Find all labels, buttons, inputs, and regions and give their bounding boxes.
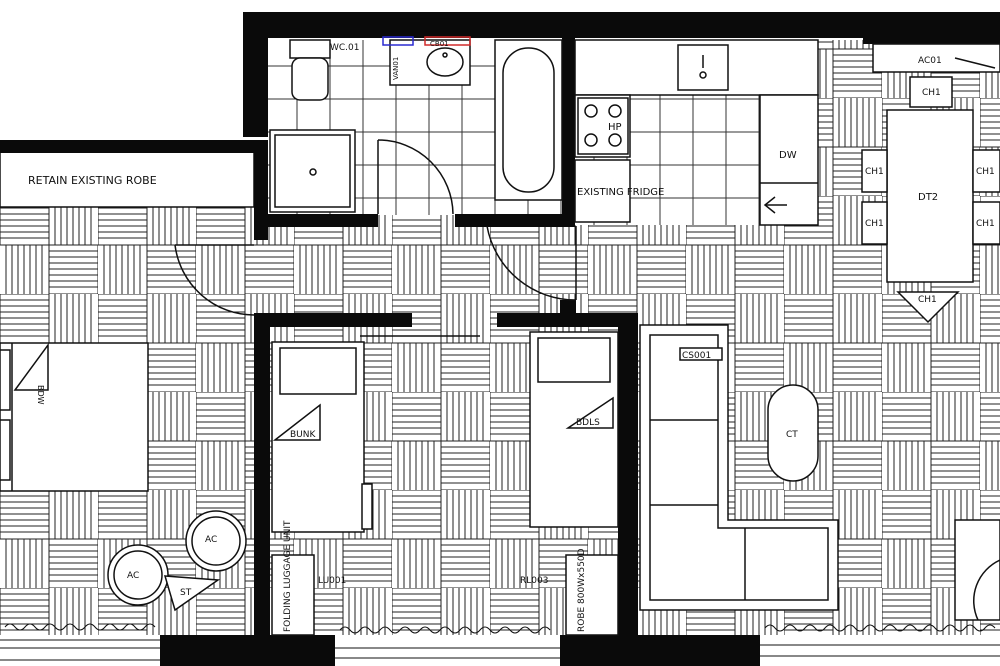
chair-bottom	[896, 291, 960, 324]
dining: AC01 DT2 CH1 CH1 CH1 CH1 CH1 CH1	[861, 43, 1000, 324]
aircon-label: AC01	[918, 56, 942, 66]
chair-right-2	[972, 201, 1000, 245]
luggage-unit	[271, 554, 315, 636]
sofa-label: CS001	[682, 351, 711, 361]
robe-code-label: RL003	[520, 576, 548, 586]
bathroom: WC.01 VAN01 CB01	[269, 36, 563, 215]
single-room: BDLS ROBE 800Wx550D RL003	[520, 331, 619, 636]
robe	[565, 554, 619, 636]
living-area: CS001 CT	[639, 324, 1000, 621]
stool	[163, 575, 221, 612]
chair-label-5: CH1	[976, 219, 995, 229]
chair-left-1	[861, 149, 888, 193]
coffee-table	[767, 384, 819, 482]
walls	[0, 12, 1000, 666]
single-bed-label: BDLS	[576, 418, 600, 428]
hotplate-label: HP	[608, 122, 622, 133]
toilet-bowl	[291, 57, 329, 101]
chair-right-1	[972, 149, 1000, 193]
chair-top	[909, 76, 953, 108]
left-bedroom: BDW AC AC ST	[0, 244, 255, 612]
chair-label-4: CH1	[976, 167, 995, 177]
armchair-label-2: AC	[127, 571, 139, 581]
chair-label-6: CH1	[918, 295, 937, 305]
windows	[0, 623, 1000, 661]
dining-table-label: DT2	[918, 192, 938, 203]
dining-table	[886, 109, 974, 283]
stool-label: ST	[180, 588, 192, 598]
basin-label: CB01	[430, 40, 449, 48]
coffee-table-label: CT	[786, 430, 798, 440]
chair-label-2: CH1	[865, 167, 884, 177]
fridge-label: EXISTING FRIDGE	[577, 187, 664, 198]
wc-label: WC.01	[330, 43, 360, 53]
double-bed	[0, 342, 149, 492]
bunk-label: BUNK	[290, 430, 316, 440]
fridge-label-text: EXISTING FRIDGE	[577, 187, 664, 198]
robe-label: ROBE 800Wx550D	[577, 548, 587, 632]
kitchen: HP EXISTING FRIDGE DW	[486, 39, 819, 301]
toilet-cistern	[289, 39, 331, 59]
existing-robe-area	[0, 151, 255, 208]
corner-sofa	[639, 324, 839, 611]
chair-label-3: CH1	[865, 219, 884, 229]
bunk-room: BUNK FOLDING LUGGAGE UNIT LU001	[271, 335, 480, 636]
armchair-label-1: AC	[205, 535, 217, 545]
chair-label-1: CH1	[922, 88, 941, 98]
luggage-label: FOLDING LUGGAGE UNIT	[283, 520, 293, 632]
basin	[426, 47, 464, 77]
luggage-code-label: LU001	[318, 576, 346, 586]
retain-robe-label: RETAIN EXISTING ROBE	[28, 174, 157, 187]
dishwasher	[759, 94, 819, 226]
vanity-label: VAN01	[392, 57, 400, 80]
dishwasher-label: DW	[779, 150, 797, 161]
chair-left-2	[861, 201, 888, 245]
fridge	[574, 159, 631, 223]
double-bed-label: BDW	[36, 385, 45, 405]
